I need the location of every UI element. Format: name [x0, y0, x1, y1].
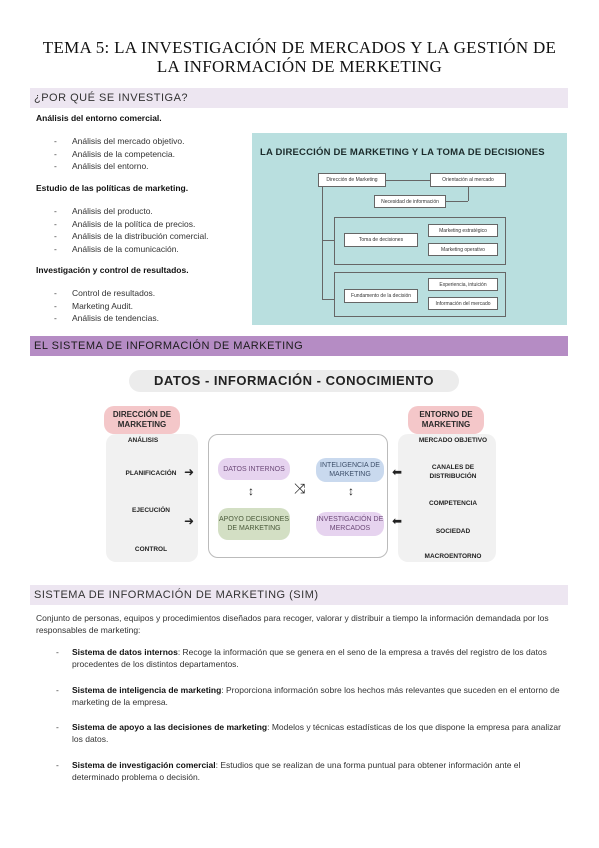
- box-estrategico: Marketing estratégico: [428, 224, 498, 237]
- list-item: Análisis de la distribución comercial.: [54, 230, 209, 243]
- box-datos-internos: DATOS INTERNOS: [218, 458, 290, 480]
- list-item: Análisis del producto.: [54, 205, 209, 218]
- box-apoyo: APOYO DECISIONES DE MARKETING: [218, 508, 290, 540]
- left-panel: [106, 434, 198, 562]
- right-item: COMPETENCIA: [428, 500, 478, 507]
- right-panel: [398, 434, 496, 562]
- sim-item: Sistema de inteligencia de marketing: Pr…: [56, 684, 568, 708]
- left-arrow-icon: ⬅: [392, 514, 403, 528]
- right-item: MERCADO OBJETIVO: [418, 437, 488, 444]
- section-heading-sim: EL SISTEMA DE INFORMACIÓN DE MARKETING: [30, 336, 568, 356]
- sim-item: Sistema de investigación comercial: Estu…: [56, 759, 568, 783]
- list-item: Análisis del mercado objetivo.: [54, 135, 184, 148]
- section-heading-why: ¿POR QUÉ SE INVESTIGA?: [30, 88, 568, 108]
- box-orientacion: Orientación al mercado: [430, 173, 506, 187]
- right-item: MACROENTORNO: [424, 553, 482, 560]
- page-title: TEMA 5: LA INVESTIGACIÓN DE MERCADOS Y L…: [42, 38, 557, 76]
- sim-item: Sistema de apoyo a las decisiones de mar…: [56, 721, 568, 745]
- vertical-arrow-icon: ↕: [248, 484, 254, 498]
- connector-line: [468, 187, 469, 201]
- group-list: Control de resultados. Marketing Audit. …: [54, 287, 159, 325]
- group-title: Investigación y control de resultados.: [36, 265, 189, 275]
- left-title: DIRECCIÓN DE MARKETING: [104, 406, 180, 434]
- decision-diagram: LA DIRECCIÓN DE MARKETING Y LA TOMA DE D…: [252, 133, 567, 325]
- box-experiencia: Experiencia, intuición: [428, 278, 498, 291]
- connector-line: [386, 180, 430, 181]
- decision-frame: [334, 217, 506, 265]
- connector-line: [322, 187, 323, 299]
- sim-diagram: DATOS - INFORMACIÓN - CONOCIMIENTO DIREC…: [98, 362, 502, 572]
- list-item: Análisis de tendencias.: [54, 312, 159, 325]
- list-item: Control de resultados.: [54, 287, 159, 300]
- left-arrow-icon: ⬅: [392, 465, 403, 479]
- intro-paragraph: Conjunto de personas, equipos y procedim…: [36, 613, 549, 635]
- sim-item: Sistema de datos internos: Recoge la inf…: [56, 646, 568, 670]
- box-inteligencia: INTELIGENCIA DE MARKETING: [316, 458, 384, 482]
- diagram-header: DATOS - INFORMACIÓN - CONOCIMIENTO: [129, 370, 459, 392]
- group-title: Análisis del entorno comercial.: [36, 113, 162, 123]
- left-item: EJECUCIÓN: [132, 507, 170, 514]
- list-item: Análisis de la comunicación.: [54, 243, 209, 256]
- list-item: Análisis de la competencia.: [54, 148, 184, 161]
- right-item: CANALES DE DISTRIBUCIÓN: [429, 464, 477, 480]
- list-item: Análisis de la política de precios.: [54, 218, 209, 231]
- connector-line: [322, 299, 334, 300]
- list-item: Marketing Audit.: [54, 300, 159, 313]
- box-fundamento: Fundamento de la decisión: [344, 289, 418, 303]
- right-item: SOCIEDAD: [435, 528, 471, 535]
- box-operativo: Marketing operativo: [428, 243, 498, 256]
- connector-line: [322, 240, 334, 241]
- section-heading-sim-def: SISTEMA DE INFORMACIÓN DE MARKETING (SIM…: [30, 585, 568, 605]
- group-title: Estudio de las políticas de marketing.: [36, 183, 189, 193]
- cross-arrows-icon: ⤨: [294, 480, 306, 496]
- box-direccion: Dirección de Marketing: [318, 173, 386, 187]
- right-arrow-icon: ➜: [184, 465, 195, 479]
- box-toma: Toma de decisiones: [344, 233, 418, 247]
- right-arrow-icon: ➜: [184, 514, 195, 528]
- right-title: ENTORNO DE MARKETING: [408, 406, 484, 434]
- box-investigacion: INVESTIGACIÓN DE MERCADOS: [316, 512, 384, 536]
- group-list: Análisis del producto. Análisis de la po…: [54, 205, 209, 255]
- left-item: ANÁLISIS: [127, 437, 159, 444]
- box-necesidad: Necesidad de información: [374, 195, 446, 208]
- left-item: CONTROL: [134, 546, 168, 553]
- foundation-frame: [334, 272, 506, 317]
- box-informacion: Información del mercado: [428, 297, 498, 310]
- diagram-title: LA DIRECCIÓN DE MARKETING Y LA TOMA DE D…: [260, 147, 545, 158]
- list-item: Análisis del entorno.: [54, 160, 184, 173]
- group-list: Análisis del mercado objetivo. Análisis …: [54, 135, 184, 173]
- left-item: PLANIFICACIÓN: [125, 470, 177, 477]
- vertical-arrow-icon: ↕: [348, 484, 354, 498]
- connector-line: [446, 201, 468, 202]
